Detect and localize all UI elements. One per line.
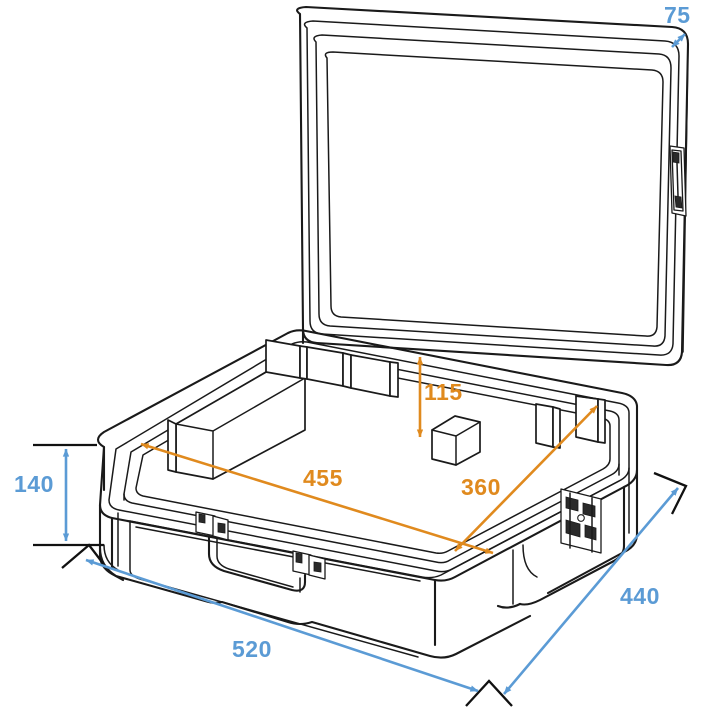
dimension-label-75: 75	[664, 2, 691, 28]
dimension-360	[454, 405, 598, 552]
dimension-label-360: 360	[461, 474, 501, 500]
dimension-520	[61, 543, 513, 707]
side-latch	[560, 488, 602, 554]
dimension-label-440: 440	[620, 583, 660, 609]
dimension-140	[33, 443, 104, 547]
dimension-label-455: 455	[303, 465, 343, 491]
dimension-455	[140, 442, 494, 555]
dimension-label-520: 520	[232, 636, 272, 662]
dimension-75	[671, 33, 686, 48]
lid-hinge	[669, 145, 687, 217]
dimension-label-115: 115	[424, 379, 463, 405]
dimension-label-140: 140	[14, 471, 54, 497]
carry-handle	[195, 511, 326, 593]
interior-foam-padding	[167, 339, 606, 480]
case-lid	[296, 5, 690, 367]
dimension-440	[503, 471, 688, 695]
